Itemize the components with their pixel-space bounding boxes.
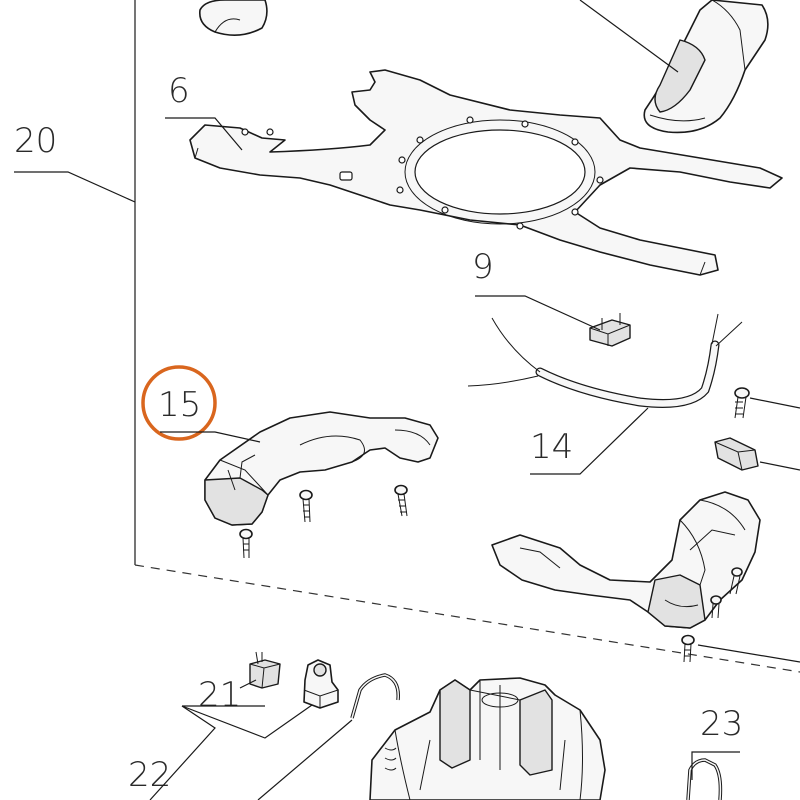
svg-text:20: 20 — [14, 121, 57, 161]
clip-part-right — [714, 437, 800, 471]
motor-housing-part — [369, 677, 606, 800]
screw-right-top — [734, 387, 800, 419]
assembly-20-boundary — [134, 0, 800, 673]
plate-part-6 — [189, 69, 783, 276]
label-23: 23 — [691, 704, 743, 780]
label-14: 14 — [530, 407, 649, 475]
svg-text:15: 15 — [158, 385, 201, 425]
top-right-handle-part — [643, 0, 769, 134]
label-9: 9 — [472, 247, 601, 331]
label-20: 20 — [14, 121, 136, 203]
label-6: 6 — [165, 71, 243, 151]
screw-r3 — [681, 634, 695, 663]
top-cap-part — [198, 0, 268, 36]
svg-text:21: 21 — [198, 675, 241, 715]
label-22: 22 — [128, 704, 313, 800]
cable-part-14 — [467, 313, 743, 408]
screw-2 — [394, 484, 408, 517]
spring-part-23 — [686, 758, 723, 800]
screw-3 — [239, 528, 253, 559]
label-15: 15 — [141, 365, 261, 443]
screws-right — [681, 567, 800, 663]
brush-holder-part — [303, 659, 339, 709]
handle-part-right — [491, 491, 761, 629]
svg-text:22: 22 — [128, 755, 171, 795]
screws-part-15 — [239, 484, 408, 559]
screw-r1 — [729, 567, 743, 595]
spring-clip-part — [257, 673, 400, 800]
screw-1 — [299, 489, 313, 523]
svg-text:6: 6 — [168, 71, 190, 111]
screw-r2 — [710, 595, 722, 619]
leader-top-right — [579, 0, 679, 73]
block-part-9 — [589, 313, 631, 347]
svg-text:9: 9 — [472, 247, 494, 287]
svg-text:23: 23 — [700, 704, 743, 744]
svg-text:14: 14 — [530, 427, 573, 467]
brush-part-21 — [249, 651, 281, 689]
highlight-circle-15 — [141, 365, 217, 441]
handle-part-15 — [204, 411, 439, 526]
label-21: 21 — [198, 675, 257, 715]
